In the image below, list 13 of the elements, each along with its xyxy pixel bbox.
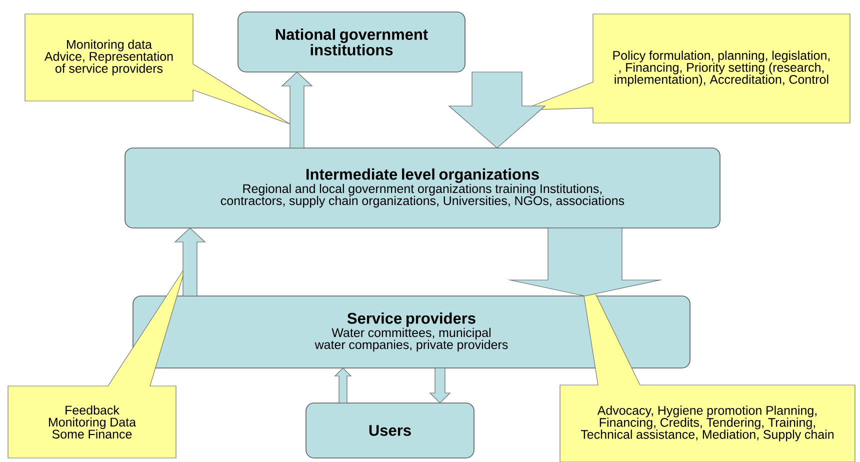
block-arrow: [507, 228, 663, 296]
callout: Feedback Monitoring Data Some Finance: [8, 264, 187, 458]
block-arrow: [281, 72, 313, 148]
block-arrow: [429, 368, 451, 404]
process-box: Intermediate level organizations Regional and local government organizations training Institutions, contractors, supply chain organizations, Universities, NGOs, associations: [124, 148, 720, 228]
callout: Advocacy, Hygiene promotion Planning, Financing, Credits, Tendering, Training, Technical assistance, Mediation, Supply chain: [560, 256, 856, 462]
process-box: Users: [306, 402, 474, 458]
block-arrow: [448, 72, 546, 148]
block-arrow: [174, 228, 206, 296]
callout: Policy formulation, planning, legislation, , Financing, Priority setting (research, implementation), Accreditation, Control: [520, 14, 850, 124]
process-box: Service providers Water committees, municipal water companies, private providers: [132, 296, 690, 368]
block-arrow: [334, 368, 352, 404]
process-box: National government institutions: [238, 12, 466, 72]
